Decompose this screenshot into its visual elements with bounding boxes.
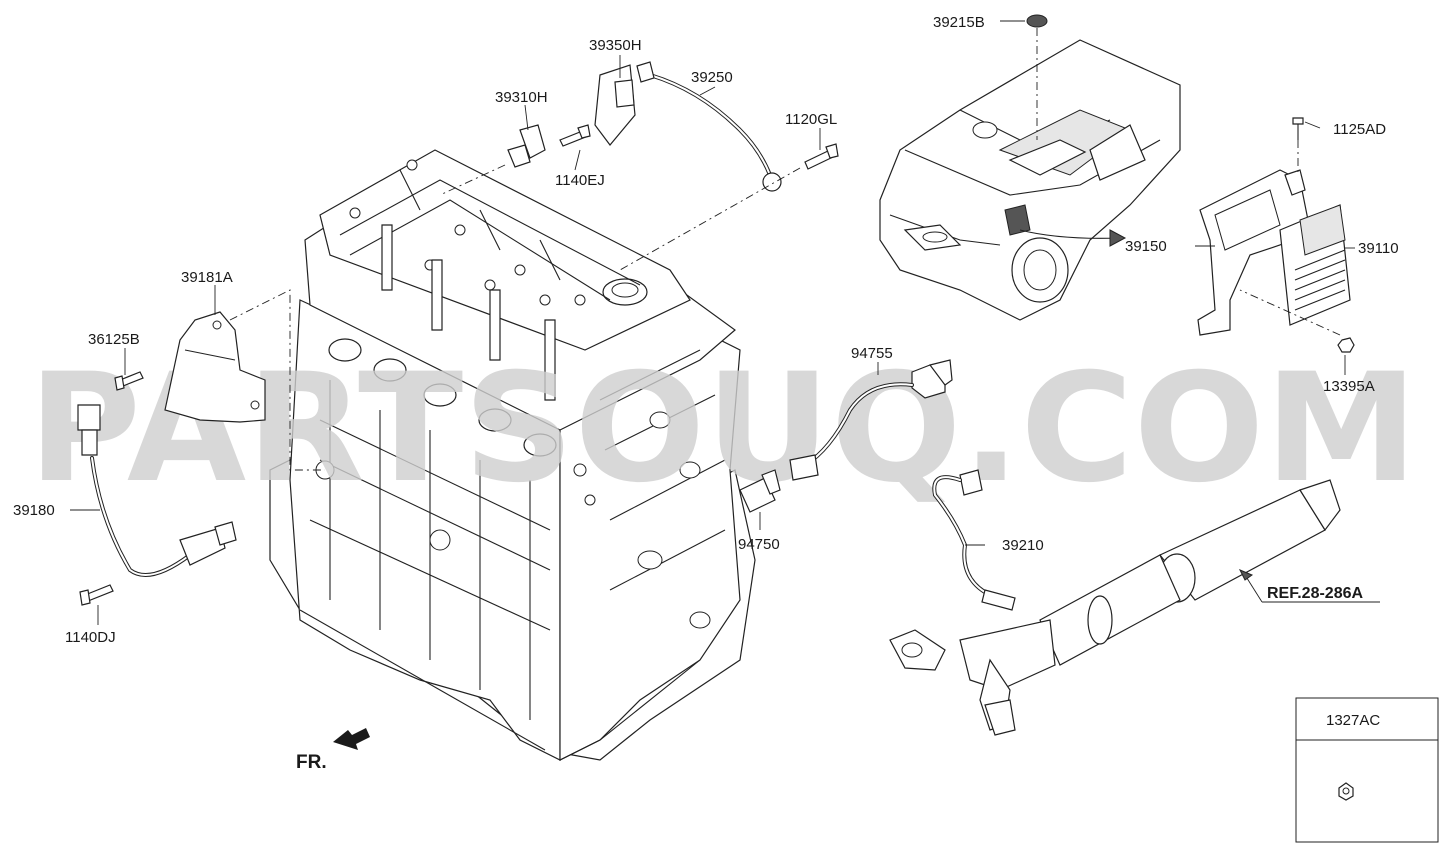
front-arrow-icon: [333, 728, 370, 750]
o2-sensor-39210: [932, 469, 1016, 611]
vehicle-illustration: [879, 39, 1181, 321]
front-direction-indicator: FR.: [296, 728, 370, 773]
label-1140EJ[interactable]: 1140EJ: [555, 172, 605, 189]
label-39215B[interactable]: 39215B: [933, 14, 985, 31]
heat-shield-39181A: [164, 311, 266, 423]
engine-assembly: [269, 149, 756, 761]
label-39150[interactable]: 39150: [1125, 238, 1167, 255]
label-94750[interactable]: 94750: [738, 536, 780, 553]
part-labels: 39215B 39350H 39250 39310H 1120GL 1140EJ…: [13, 14, 1399, 646]
label-36125B[interactable]: 36125B: [88, 331, 140, 348]
cam-sensor-39310H: [507, 124, 546, 168]
catalytic-converter: [889, 479, 1341, 736]
label-94755[interactable]: 94755: [851, 345, 893, 362]
flange-nut-icon: [1338, 782, 1354, 801]
bolt-36125B: [114, 371, 144, 391]
label-39310H[interactable]: 39310H: [495, 89, 548, 106]
bolt-1125AD: [1292, 117, 1304, 140]
label-39180[interactable]: 39180: [13, 502, 55, 519]
inset-box: 1327AC: [1295, 697, 1439, 843]
label-1120GL[interactable]: 1120GL: [785, 111, 837, 128]
inset-frame: [1295, 697, 1439, 843]
nut-13395A: [1337, 337, 1355, 353]
bolt-1140EJ: [559, 124, 591, 147]
label-13395A[interactable]: 13395A: [1323, 378, 1375, 395]
crank-sensor-harness-39180: [77, 404, 237, 577]
label-1140DJ[interactable]: 1140DJ: [65, 629, 116, 646]
front-label: FR.: [296, 752, 327, 773]
oil-pressure-switch-94750: [739, 469, 781, 513]
sensor-harness-94755: [789, 359, 953, 481]
ecu-module-39110: [1279, 204, 1351, 326]
label-39110[interactable]: 39110: [1358, 240, 1399, 257]
watermark-text: PARTSOUQ.COM: [28, 342, 1418, 516]
label-39210[interactable]: 39210: [1002, 537, 1044, 554]
bolt-1140DJ: [79, 584, 114, 606]
leader-lines: [70, 20, 1380, 625]
label-1125AD[interactable]: 1125AD: [1333, 121, 1386, 138]
ecu-bracket-39150: [1197, 169, 1311, 336]
label-39250[interactable]: 39250: [691, 69, 733, 86]
bolt-1120GL: [804, 143, 839, 170]
grommet-39215B: [1026, 14, 1048, 28]
bracket-39350H: [594, 64, 636, 146]
label-39350H[interactable]: 39350H: [589, 37, 642, 54]
label-39181A[interactable]: 39181A: [181, 269, 233, 286]
reference-label[interactable]: REF.28-286A: [1267, 585, 1363, 602]
inset-part-number[interactable]: 1327AC: [1326, 712, 1380, 729]
